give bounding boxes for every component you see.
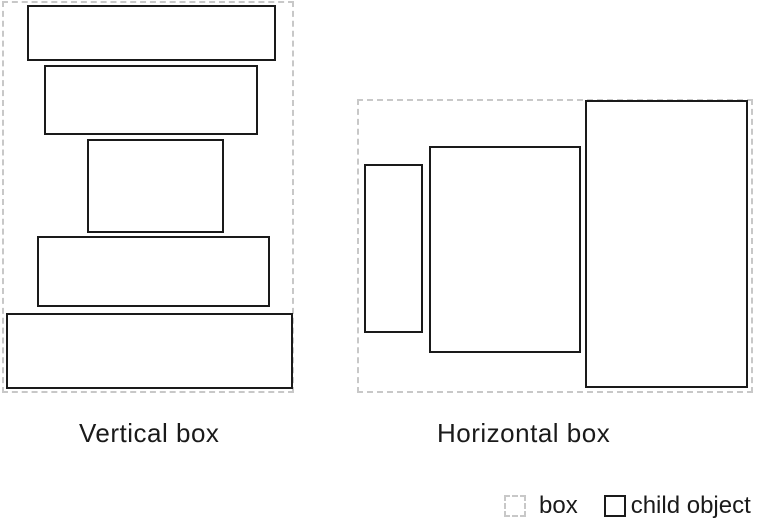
vertical-box-container bbox=[2, 1, 294, 393]
legend-child-swatch-icon bbox=[603, 495, 626, 517]
legend-child-label: child object bbox=[630, 492, 751, 519]
horizontal-box-label: Horizontal box bbox=[437, 418, 611, 448]
horizontal-box-container bbox=[357, 99, 753, 393]
legend-box-label: box bbox=[539, 492, 578, 519]
child-object-rect bbox=[364, 164, 423, 333]
vertical-box-label: Vertical box bbox=[79, 418, 220, 448]
child-object-rect bbox=[44, 65, 258, 135]
child-object-rect bbox=[6, 313, 293, 389]
child-object-rect bbox=[37, 236, 270, 307]
child-object-rect bbox=[429, 146, 581, 353]
legend-box-swatch-icon bbox=[504, 495, 526, 517]
child-object-rect bbox=[585, 100, 748, 388]
child-object-rect bbox=[27, 5, 276, 61]
legend: box child object bbox=[504, 492, 751, 520]
child-object-rect bbox=[87, 139, 224, 233]
